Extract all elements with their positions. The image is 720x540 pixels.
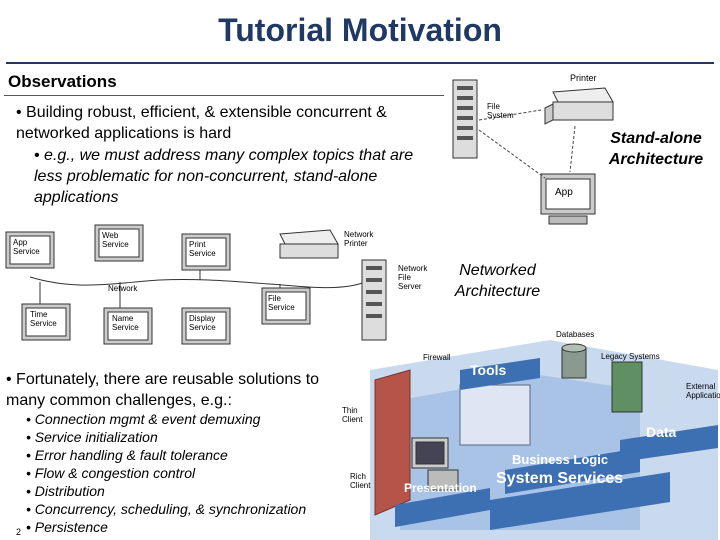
external-applications-label: External Applications [686,382,720,400]
list-item: • Connection mgmt & event demuxing [26,411,261,427]
printer-icon [544,87,614,125]
thin-client-label: Thin Client [342,406,363,424]
bullet-2-text: Fortunately, there are reusable solution… [6,371,320,409]
networked-diagram [5,224,387,345]
time-service-computer-icon [21,303,71,341]
list-item: • Service initialization [26,429,158,445]
name-service-computer-icon [103,307,153,345]
tools-band [460,358,540,390]
networked-architecture-label: Networked Architecture [454,262,541,300]
network-file-server-icon [361,259,387,341]
name-service-label: Name Service [112,314,139,332]
app-label: App [555,187,573,198]
list-item: • Concurrency, scheduling, & synchroniza… [26,501,307,517]
app-service-computer-icon [5,231,55,269]
data-band [620,425,718,462]
rich-client-computer-icon [411,437,459,491]
server-rack-icon [459,384,531,446]
file-service-computer-icon [261,287,311,325]
list-item: • Distribution [26,483,105,499]
standalone-architecture-label: Stand-alone Architecture [608,130,704,168]
presentation-band [395,488,490,527]
data-label: Data [646,424,677,440]
network-printer-label: Network Printer [344,230,374,248]
file-service-label: File Service [268,294,295,312]
title-divider [6,62,714,64]
bullet-1-text: Building robust, efficient, & extensible… [16,104,387,142]
rich-client-label: Rich Client [350,472,371,490]
web-service-computer-icon [94,224,144,262]
legacy-systems-label: Legacy Systems [601,352,660,361]
tools-label: Tools [470,362,507,378]
database-icon [561,343,587,379]
time-service-label: Time Service [30,310,57,328]
bullet-1-sub-text: e.g., we must address many complex topic… [34,147,414,206]
business-logic-label: Business Logic [512,452,609,467]
enterprise-diagram [370,340,718,540]
business-logic-band [505,448,640,494]
app-service-label: App Service [13,238,40,256]
legacy-systems-icon [611,361,643,413]
file-system-label: File System [487,102,514,120]
network-file-server-label: Network File Server [398,264,428,291]
page-title: Tutorial Motivation [218,12,502,48]
databases-label: Databases [556,330,595,339]
page-number: 2 [16,527,22,537]
list-item: • Flow & congestion control [26,465,196,481]
network-printer-icon [279,229,339,259]
web-service-label: Web Service [102,231,129,249]
list-item: • Error handling & fault tolerance [26,447,228,463]
app-computer-icon [540,173,596,225]
print-service-label: Print Service [189,240,216,258]
standalone-diagram [452,79,614,225]
observations-heading: Observations [8,72,117,91]
network-label: Network [108,284,138,293]
system-services-band [490,472,670,530]
observations-divider [4,95,444,96]
firewall-label: Firewall [423,353,451,362]
firewall-icon [374,369,411,516]
solutions-list: • Connection mgmt & event demuxing • Ser… [26,410,356,536]
display-service-computer-icon [181,307,231,345]
printer-label: Printer [570,73,597,83]
display-service-label: Display Service [189,314,216,332]
presentation-label: Presentation [404,481,477,495]
print-service-computer-icon [181,233,231,271]
bullet-2: • Fortunately, there are reusable soluti… [6,371,320,409]
system-services-label: System Services [496,470,624,487]
list-item: • Persistence [26,519,108,535]
bullet-1-sub: • e.g., we must address many complex top… [34,147,414,206]
bullet-1: • Building robust, efficient, & extensib… [16,104,387,142]
